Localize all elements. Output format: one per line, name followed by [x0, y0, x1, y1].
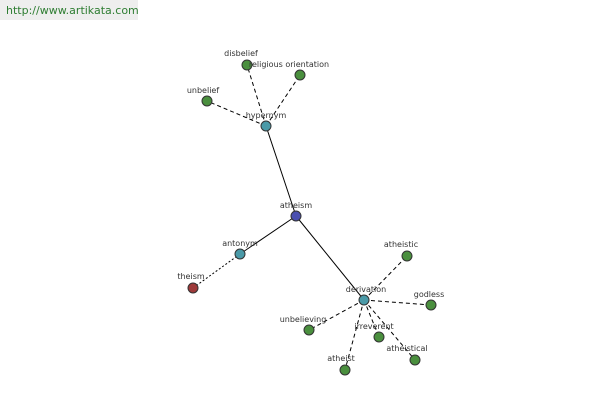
label-atheistical: atheistical [386, 344, 427, 353]
url-bar: http://www.artikata.com [0, 0, 139, 20]
label-atheism: atheism [280, 201, 312, 210]
label-unbelief: unbelief [187, 86, 220, 95]
label-derivation: derivation [346, 285, 386, 294]
edge-atheism-hypernym [265, 125, 297, 217]
label-unbelieving: unbelieving [280, 315, 327, 324]
node-irreverent[interactable] [373, 331, 385, 343]
edge-hypernym-unbelief [206, 100, 267, 127]
edge-derivation-atheistic [363, 255, 408, 301]
edge-derivation-atheistical [363, 299, 416, 361]
edge-atheism-antonym [239, 215, 297, 255]
label-atheistic: atheistic [384, 240, 418, 249]
node-disbelief[interactable] [241, 59, 253, 71]
node-godless[interactable] [425, 299, 437, 311]
node-atheism[interactable] [290, 210, 302, 222]
label-atheist: atheist [327, 354, 355, 363]
node-atheistic[interactable] [401, 250, 413, 262]
edge-atheism-derivation [295, 215, 365, 301]
label-irreverent: irreverent [354, 322, 393, 331]
node-atheistical[interactable] [409, 354, 421, 366]
label-antonym: antonym [222, 239, 258, 248]
node-unbelief[interactable] [201, 95, 213, 107]
label-godless: godless [414, 290, 445, 299]
node-hypernym[interactable] [260, 120, 272, 132]
edge-hypernym-religious-orientation [265, 74, 301, 127]
edge-antonym-theism [192, 253, 241, 289]
node-atheist[interactable] [339, 364, 351, 376]
label-theism: theism [177, 272, 205, 281]
node-antonym[interactable] [234, 248, 246, 260]
edge-derivation-atheist [344, 299, 365, 371]
edge-hypernym-disbelief [246, 64, 267, 127]
node-religious-orientation[interactable] [294, 69, 306, 81]
edge-derivation-unbelieving [308, 299, 365, 331]
node-theism[interactable] [187, 282, 199, 294]
site-url-link[interactable]: http://www.artikata.com [6, 4, 139, 17]
label-religious-orientation: religious orientation [249, 60, 329, 69]
node-unbelieving[interactable] [303, 324, 315, 336]
label-hypernym: hypernym [246, 111, 287, 120]
edge-derivation-irreverent [363, 299, 380, 338]
node-derivation[interactable] [358, 294, 370, 306]
label-disbelief: disbelief [224, 49, 258, 58]
edge-derivation-godless [363, 299, 432, 306]
